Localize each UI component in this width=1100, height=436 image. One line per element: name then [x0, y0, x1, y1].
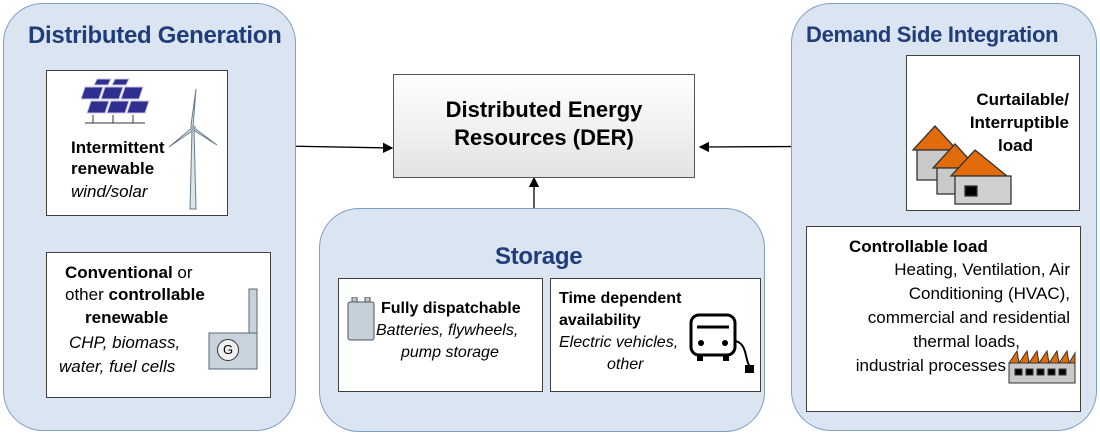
curtailable-line2: Interruptible: [969, 113, 1069, 132]
fully-dispatchable-box: Fully dispatchable Batteries, flywheels,…: [338, 278, 543, 392]
power-plant-icon: [208, 288, 258, 370]
fully-dispatchable-line2: pump storage: [401, 344, 499, 361]
time-dependent-line4: other: [607, 356, 644, 373]
intermittent-renewable-box: Intermittent renewable wind/solar: [46, 70, 228, 216]
time-dependent-line1: Time dependent: [559, 290, 682, 307]
intermittent-line2: renewable: [71, 159, 155, 178]
generator-icon: G: [217, 339, 239, 361]
conventional-line1: Conventional or: [65, 263, 193, 283]
time-dependent-line2: availability: [559, 312, 641, 329]
battery-icon: [347, 297, 375, 341]
controllable-line4: thermal loads,: [913, 332, 1020, 351]
houses-icon: [911, 125, 1012, 205]
curtailable-load-box: Curtailable/ Interruptible load: [906, 55, 1080, 211]
curtailable-line1: Curtailable/: [976, 90, 1069, 109]
intermittent-subtitle: wind/solar: [71, 182, 148, 201]
controllable-load-title: Controllable load: [849, 237, 988, 256]
der-line2: Resources (DER): [454, 125, 634, 150]
time-dependent-box: Time dependent availability Electric veh…: [550, 278, 761, 392]
solar-panel-icon: [81, 78, 150, 124]
demand-side-title: Demand Side Integration: [806, 22, 1059, 47]
conventional-line5: water, fuel cells: [59, 357, 176, 376]
conventional-bold: Conventional: [65, 263, 173, 282]
factory-icon: [1008, 349, 1076, 384]
wind-turbine-icon: [168, 89, 218, 210]
electric-vehicle-icon: [689, 313, 754, 373]
controllable-line1: Heating, Ventilation, Air: [894, 260, 1070, 279]
conventional-or: or: [172, 263, 193, 282]
generator-symbol: G: [222, 342, 234, 357]
controllable-load-box: Controllable load Heating, Ventilation, …: [806, 226, 1081, 412]
conventional-controllable: controllable: [108, 285, 205, 304]
distributed-generation-title: Distributed Generation: [28, 22, 282, 49]
fully-dispatchable-title: Fully dispatchable: [381, 300, 521, 317]
conventional-renewable-box: Conventional or other controllable renew…: [46, 252, 271, 398]
curtailable-line3: load: [998, 136, 1033, 155]
conventional-line3: renewable: [85, 308, 169, 327]
controllable-line5: industrial processes: [855, 356, 1006, 375]
conventional-line4: CHP, biomass,: [69, 333, 181, 352]
der-box: Distributed Energy Resources (DER): [393, 74, 695, 178]
intermittent-line1: Intermittent: [71, 138, 165, 157]
controllable-line2: Conditioning (HVAC),: [908, 284, 1070, 303]
storage-title: Storage: [495, 243, 583, 270]
der-line1: Distributed Energy: [445, 97, 643, 122]
conventional-line2: other controllable: [65, 285, 205, 305]
conventional-other: other: [65, 285, 109, 304]
controllable-line3: commercial and residential: [867, 308, 1070, 327]
fully-dispatchable-line1: Batteries, flywheels,: [376, 322, 519, 339]
time-dependent-line3: Electric vehicles,: [559, 334, 679, 351]
